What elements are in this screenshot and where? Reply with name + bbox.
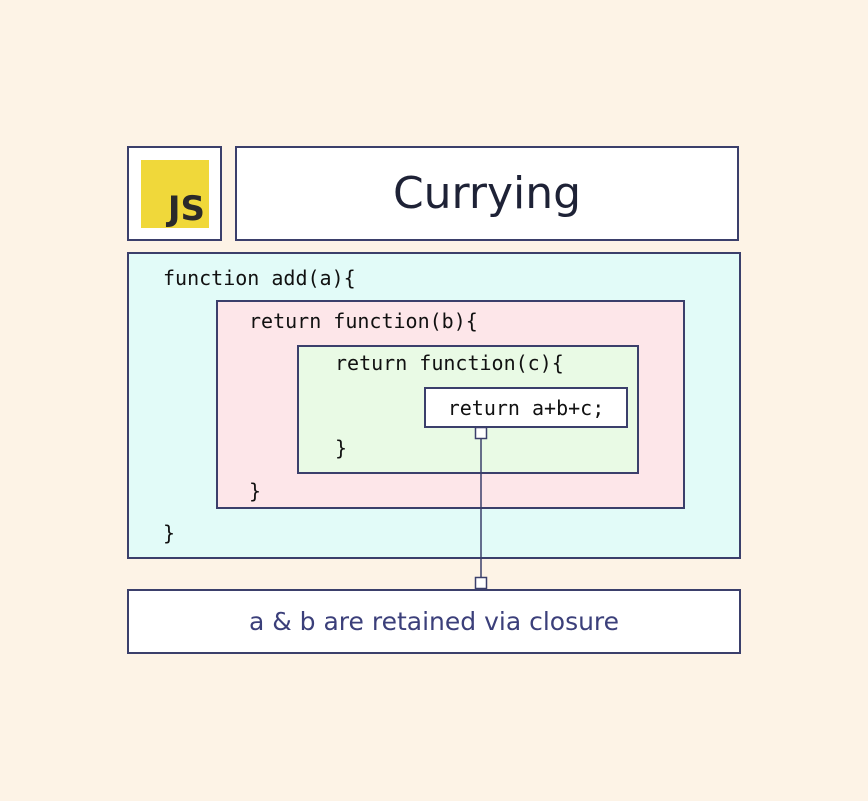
middle-function-open-line: return function(b){ <box>249 309 478 333</box>
return-expression-box: return a+b+c; <box>424 387 628 428</box>
closure-note-box: a & b are retained via closure <box>127 589 741 654</box>
outer-function-open-line: function add(a){ <box>163 266 356 290</box>
return-expression-line: return a+b+c; <box>447 395 605 420</box>
logo-text: JS <box>167 189 205 229</box>
title-box: Currying <box>235 146 739 241</box>
closure-note-text: a & b are retained via closure <box>248 607 620 636</box>
logo-box: JS <box>127 146 222 241</box>
middle-function-close-line: } <box>249 479 262 503</box>
inner-function-open-line: return function(c){ <box>335 351 564 375</box>
page-title: Currying <box>392 168 582 219</box>
javascript-logo-icon: JS <box>141 160 209 228</box>
inner-function-close-line: } <box>335 436 348 460</box>
connector-bottom-handle <box>474 576 488 590</box>
outer-function-close-line: } <box>163 521 176 545</box>
